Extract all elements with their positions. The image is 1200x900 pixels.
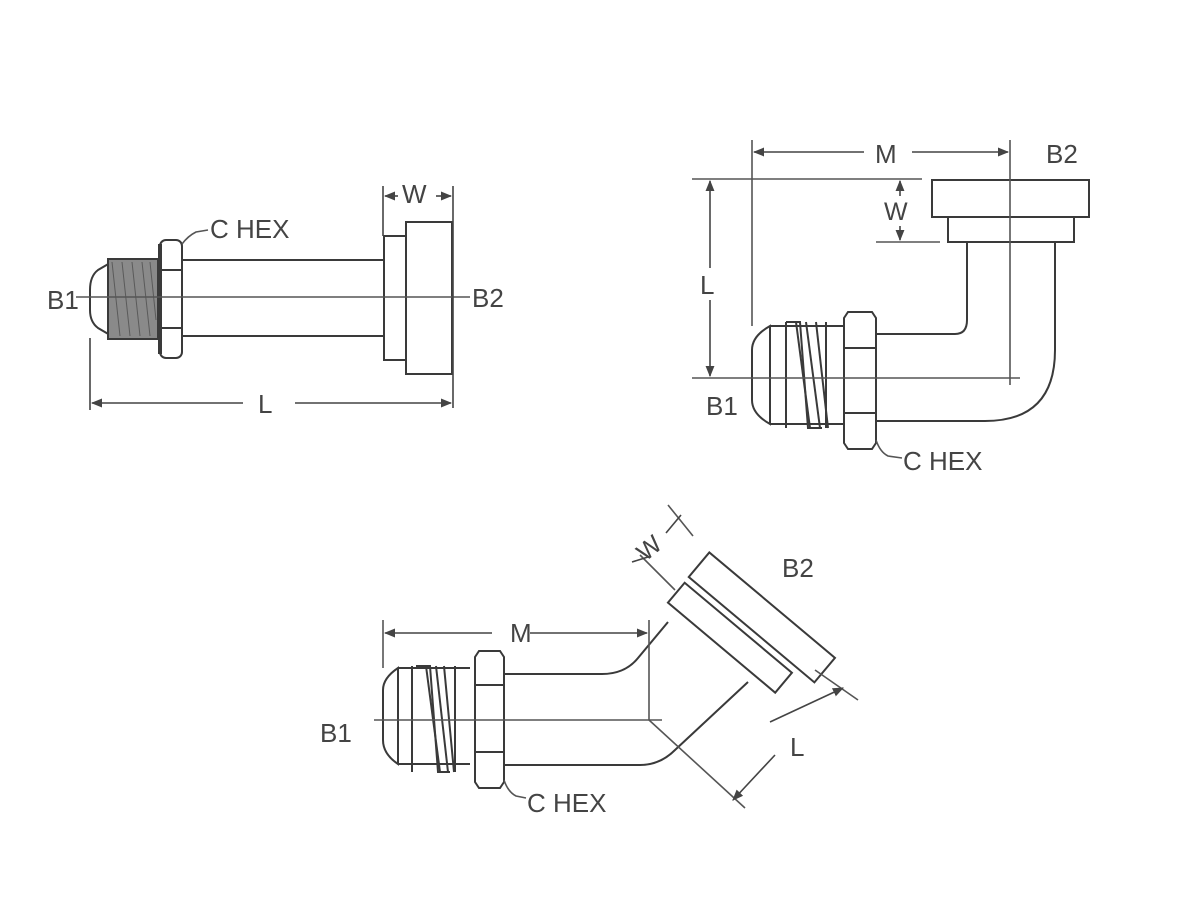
- elbow-90-fitting: M B2 L W B1 C HEX: [692, 139, 1090, 476]
- flange-pilot: [383, 235, 407, 361]
- label-b2: B2: [782, 553, 814, 583]
- label-b1: B1: [47, 285, 79, 315]
- label-m: M: [875, 139, 897, 169]
- flange-pilot: [666, 581, 794, 695]
- label-l: L: [700, 270, 714, 300]
- label-l: L: [790, 732, 804, 762]
- label-m: M: [510, 618, 532, 648]
- flare-nose: [382, 666, 399, 766]
- label-b2: B2: [1046, 139, 1078, 169]
- label-c-hex: C HEX: [527, 788, 606, 818]
- flange-head: [687, 551, 837, 684]
- thread: [785, 321, 829, 429]
- label-c-hex: C HEX: [210, 214, 289, 244]
- label-w: W: [402, 179, 427, 209]
- label-c-hex: C HEX: [903, 446, 982, 476]
- thread-hatching: [111, 261, 157, 337]
- label-b1: B1: [706, 391, 738, 421]
- flange-head: [405, 221, 453, 375]
- flare-nose: [89, 261, 111, 337]
- hex-nut: [159, 239, 183, 359]
- hex-nut: [843, 311, 877, 450]
- label-w: W: [884, 198, 908, 226]
- elbow-45-fitting: M L W B2 B1 C HEX: [320, 504, 859, 818]
- label-b2: B2: [472, 283, 504, 313]
- label-b1: B1: [320, 718, 352, 748]
- thread: [411, 665, 456, 773]
- label-l: L: [258, 389, 272, 419]
- straight-fitting: C HEX B1 B2 W L: [47, 179, 504, 419]
- flare-nose: [751, 324, 771, 426]
- flange-pilot: [947, 214, 1075, 243]
